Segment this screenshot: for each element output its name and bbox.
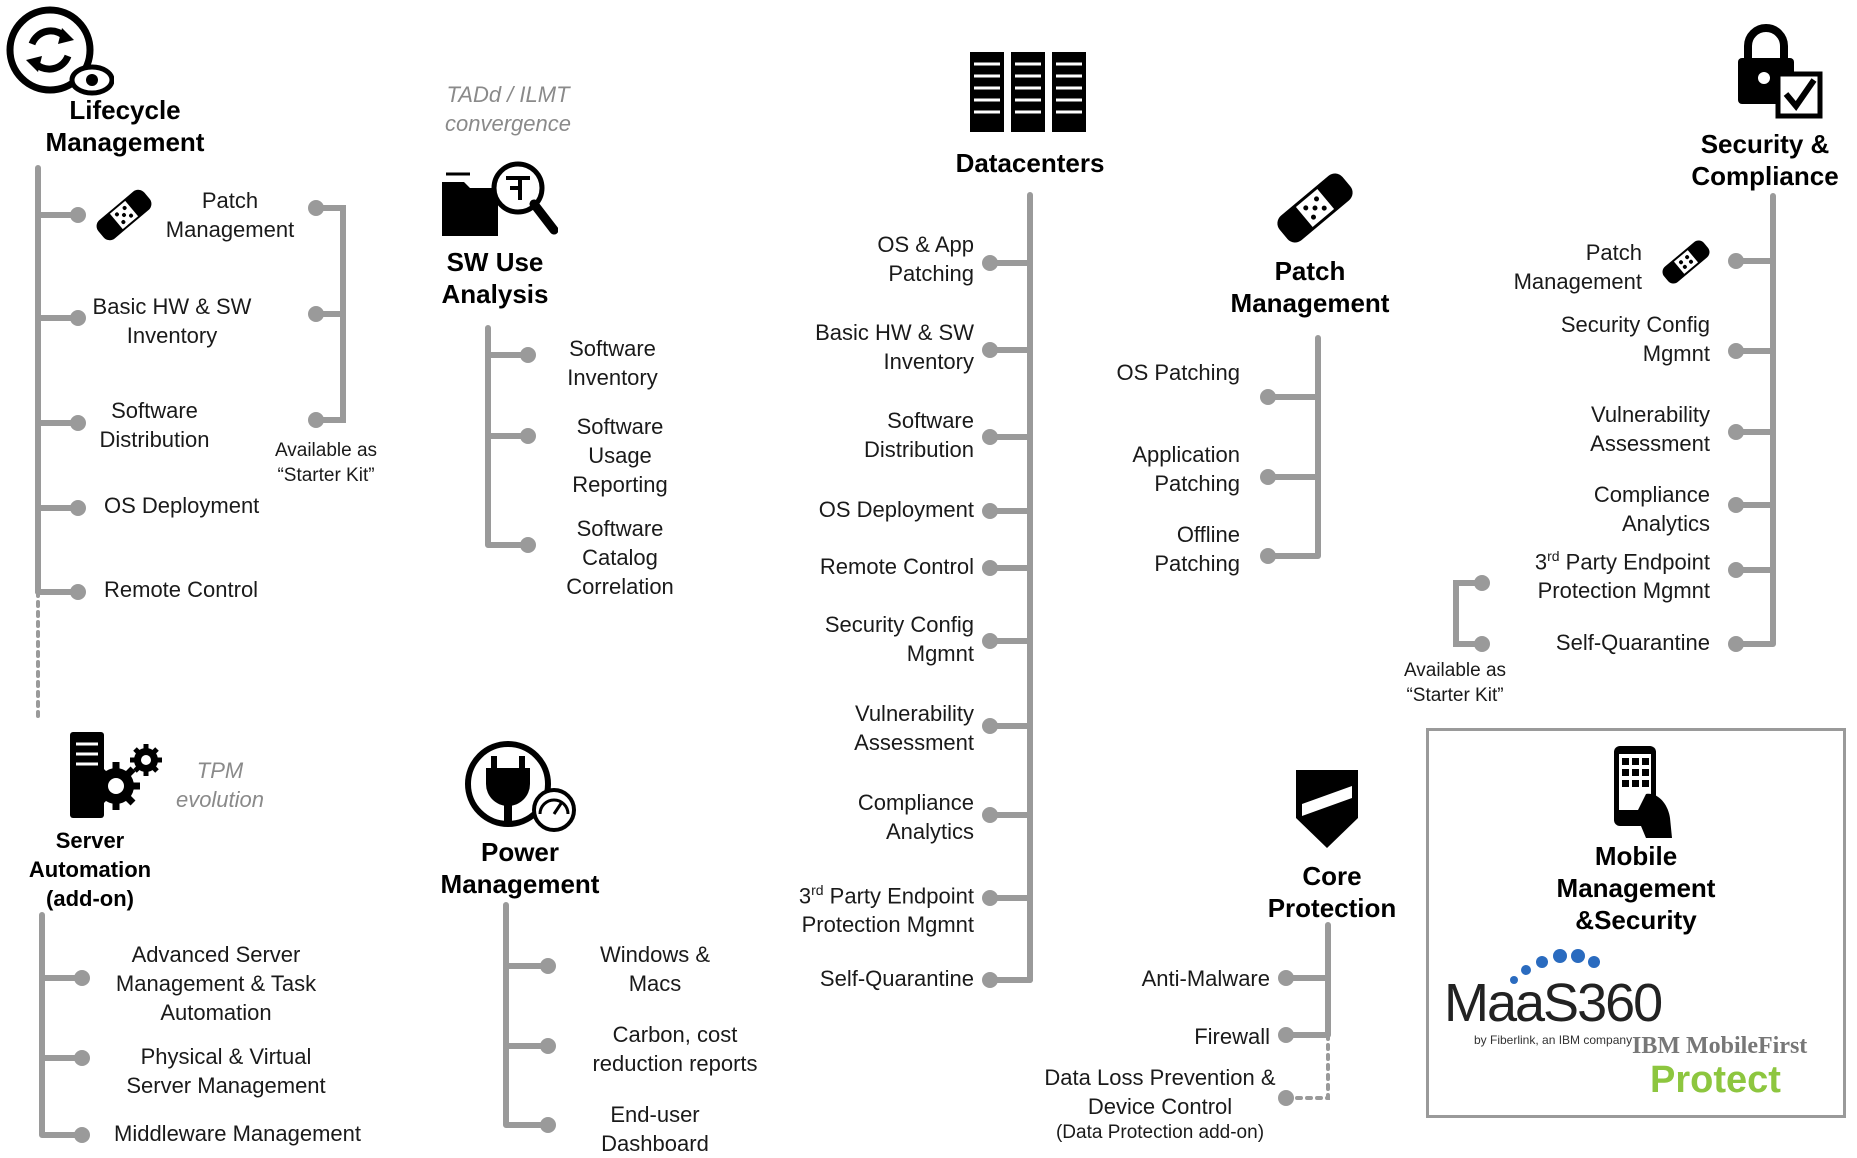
- power-plug-icon: [465, 741, 576, 832]
- server-auto-item-middleware: Middleware Management: [114, 1121, 362, 1146]
- security-item-vulnerability: Vulnerability Assessment: [1590, 402, 1710, 456]
- core-title: Core Protection: [1267, 861, 1397, 923]
- core-item-firewall: Firewall: [1194, 1024, 1270, 1049]
- mobile-title: Mobile Management &Security: [1556, 841, 1716, 935]
- power-item-dashboard: End-user Dashboard: [601, 1102, 709, 1156]
- security-item-compliance: Compliance Analytics: [1593, 482, 1710, 536]
- lifecycle-item-remote-control: Remote Control: [104, 577, 259, 602]
- lifecycle-refresh-icon: [6, 6, 114, 96]
- lifecycle-item-patch: Patch Management: [165, 188, 295, 242]
- sw-use-item-inventory: Software Inventory: [567, 336, 658, 390]
- maas360-sub: by Fiberlink, an IBM company: [1474, 1033, 1633, 1047]
- datacenters-item-compliance: Compliance Analytics: [857, 790, 974, 844]
- datacenters-title: Datacenters: [955, 148, 1105, 178]
- patch-item-application: Application Patching: [1132, 442, 1240, 496]
- security-item-patch: Patch Management: [1513, 240, 1642, 294]
- sw-use-item-usage: Software Usage Reporting: [572, 414, 668, 497]
- patch-item-offline: Offline Patching: [1154, 522, 1240, 576]
- ibm-mobilefirst-logo: IBM MobileFirst: [1632, 1033, 1808, 1059]
- core-addon-note: (Data Protection add-on): [1055, 1122, 1265, 1143]
- sw-use-caption: TADd / ILMT convergence: [445, 82, 571, 136]
- patch-item-os: OS Patching: [1116, 360, 1240, 385]
- maas360-dots-logo: [1510, 949, 1600, 984]
- security-bandage-icon: [1662, 240, 1710, 284]
- datacenters-item-vulnerability: Vulnerability Assessment: [854, 701, 974, 755]
- lifecycle-title: Lifecycle Management: [45, 95, 205, 157]
- protect-logo: Protect: [1650, 1059, 1781, 1101]
- mobile-section-box: [1426, 728, 1846, 1118]
- server-auto-item-physical: Physical & Virtual Server Management: [126, 1044, 326, 1098]
- datacenters-item-distribution: Software Distribution: [863, 408, 974, 462]
- patch-management-bandage-icon: [1277, 173, 1353, 243]
- sw-use-title: SW Use Analysis: [441, 247, 549, 309]
- lifecycle-item-os-deployment: OS Deployment: [104, 493, 260, 518]
- patch-management-title: Patch Management: [1230, 256, 1390, 318]
- security-item-3rd-party: 3rd Party Endpoint Protection Mgmnt: [1534, 548, 1710, 604]
- maas360-logo: MaaS360: [1444, 973, 1663, 1033]
- datacenters-item-3rd-party: 3rd Party Endpoint Protection Mgmnt: [798, 882, 974, 938]
- security-title: Security & Compliance: [1691, 129, 1839, 191]
- lifecycle-item-distribution: Software Distribution: [99, 398, 210, 452]
- datacenters-item-security-config: Security Config Mgmnt: [824, 612, 974, 666]
- datacenters-item-inventory: Basic HW & SW Inventory: [815, 320, 974, 374]
- datacenters-item-remote-control: Remote Control: [819, 554, 974, 579]
- datacenters-item-os-deployment: OS Deployment: [818, 497, 974, 522]
- datacenters-item-self-quarantine: Self-Quarantine: [819, 966, 974, 991]
- core-item-anti-malware: Anti-Malware: [1141, 966, 1270, 991]
- server-gears-icon: [70, 732, 162, 818]
- security-item-config: Security Config Mgmnt: [1560, 312, 1710, 366]
- lifecycle-item-inventory: Basic HW & SW Inventory: [92, 294, 252, 348]
- server-auto-caption: TPM evolution: [175, 758, 265, 812]
- mobile-phone-icon: [1614, 746, 1672, 838]
- security-starter-note: Available as “Starter Kit”: [1403, 660, 1507, 706]
- bandage-icon: [96, 189, 152, 241]
- folder-search-icon: [442, 161, 558, 236]
- power-item-windows: Windows & Macs: [599, 942, 711, 996]
- core-item-dlp: Data Loss Prevention & Device Control: [1044, 1065, 1276, 1119]
- lifecycle-starter-note: Available as “Starter Kit”: [274, 440, 378, 486]
- server-auto-item-advanced: Advanced Server Management & Task Automa…: [115, 942, 317, 1025]
- power-title: Power Management: [440, 837, 600, 899]
- shield-icon: [1296, 770, 1358, 848]
- server-rack-icon: [970, 52, 1086, 132]
- sw-use-item-catalog: Software Catalog Correlation: [566, 516, 674, 599]
- security-item-self-quarantine: Self-Quarantine: [1555, 630, 1710, 655]
- datacenters-item-patching: OS & App Patching: [877, 232, 974, 286]
- lock-check-icon: [1738, 24, 1823, 119]
- server-auto-title: Server Automation (add-on): [28, 828, 152, 911]
- power-item-carbon: Carbon, cost reduction reports: [592, 1022, 758, 1076]
